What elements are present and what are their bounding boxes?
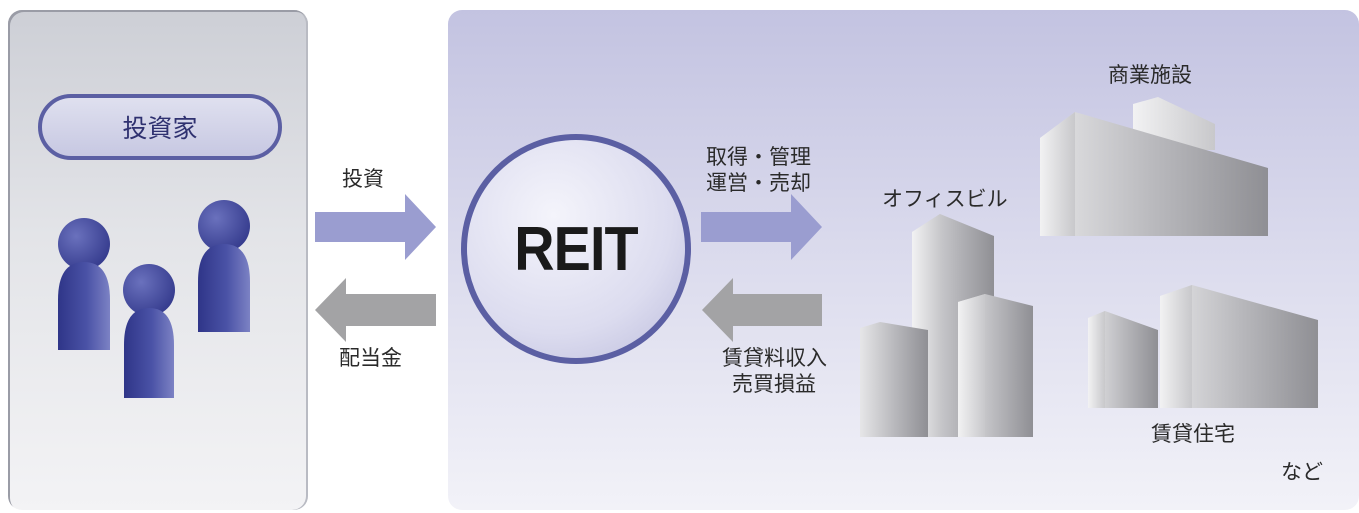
invest-arrow (315, 194, 436, 260)
dividend-label: 配当金 (339, 346, 402, 370)
income-arrow (702, 278, 822, 342)
commercial-building-icon (1040, 97, 1268, 236)
acquire-label-line1: 取得・管理 (706, 145, 811, 169)
commercial-label: 商業施設 (1108, 63, 1192, 87)
residential-label: 賃貸住宅 (1151, 422, 1235, 446)
acquire-arrow (701, 194, 822, 260)
person-icon-right (198, 200, 250, 332)
office-building-icon (860, 214, 1033, 437)
invest-label: 投資 (342, 167, 384, 191)
person-icon-left (58, 218, 110, 350)
income-label-line2: 売買損益 (732, 372, 816, 396)
dividend-arrow (315, 278, 436, 342)
investor-panel (8, 10, 308, 510)
reit-circle (461, 134, 691, 364)
etc-label: など (1281, 460, 1323, 484)
investor-label: 投資家 (122, 114, 198, 143)
reit-label: REIT (514, 215, 638, 284)
income-label-line1: 賃貸料収入 (722, 346, 827, 370)
office-label: オフィスビル (882, 187, 1008, 211)
investor-badge: 投資家 (38, 94, 282, 160)
residential-building-icon (1088, 285, 1318, 408)
person-icon-center (123, 264, 175, 398)
acquire-label-line2: 運営・売却 (706, 171, 811, 195)
